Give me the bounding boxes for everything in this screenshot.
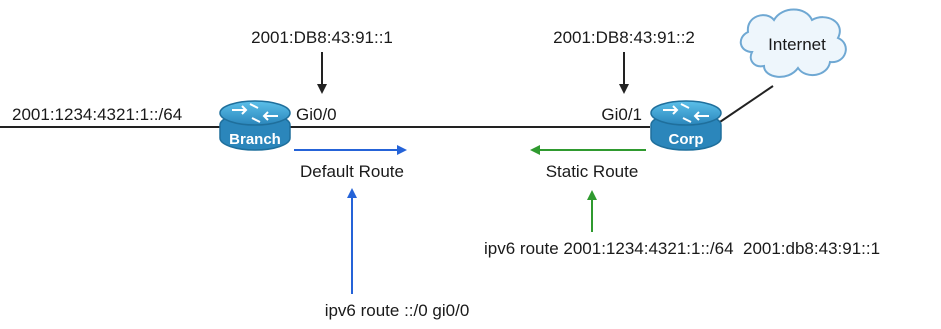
corp-interface-label: Gi0/1 xyxy=(601,105,642,124)
static-route-label: Static Route xyxy=(546,162,639,181)
router-arrows-icon xyxy=(663,103,709,123)
branch-interface-label: Gi0/0 xyxy=(296,105,337,124)
branch-router: Branch xyxy=(219,100,291,151)
internet-label: Internet xyxy=(768,35,826,54)
corp-internet-link xyxy=(713,85,774,127)
branch-address-label: 2001:DB8:43:91::1 xyxy=(251,28,393,47)
corp-router: Corp xyxy=(650,100,722,151)
branch-network-label: 2001:1234:4321:1::/64 xyxy=(12,105,182,124)
static-route-command: ipv6 route 2001:1234:4321:1::/64 2001:db… xyxy=(484,239,880,258)
router-arrows-icon xyxy=(232,103,278,123)
internet-cloud-icon: Internet xyxy=(739,8,847,78)
corp-address-label: 2001:DB8:43:91::2 xyxy=(553,28,695,47)
default-route-command: ipv6 route ::/0 gi0/0 xyxy=(325,301,470,320)
default-route-label: Default Route xyxy=(300,162,404,181)
corp-router-label: Corp xyxy=(669,131,704,148)
branch-router-label: Branch xyxy=(229,131,281,148)
